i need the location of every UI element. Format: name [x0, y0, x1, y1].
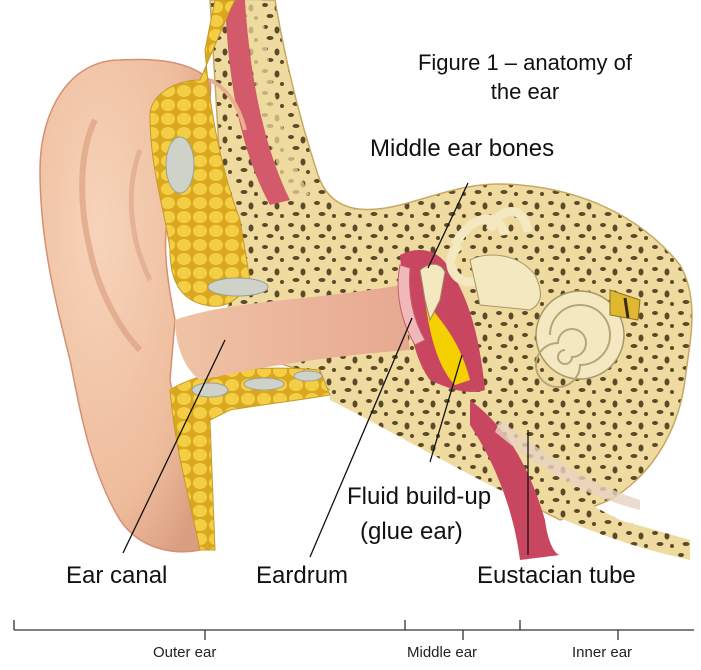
label-middle-ear-bones: Middle ear bones	[370, 135, 554, 163]
figure-title-line1: Figure 1 – anatomy of	[380, 48, 670, 77]
label-fluid-build-up: Fluid build-up	[347, 483, 491, 511]
scale-label-middle-ear: Middle ear	[407, 644, 477, 661]
label-eustachian-tube: Eustacian tube	[477, 562, 636, 590]
figure-title-line2: the ear	[380, 77, 670, 106]
label-ear-canal: Ear canal	[66, 562, 167, 590]
scale-label-outer-ear: Outer ear	[153, 644, 216, 661]
label-eardrum: Eardrum	[256, 562, 348, 590]
fat-tissue-lower	[170, 368, 330, 550]
scale-label-inner-ear: Inner ear	[572, 644, 632, 661]
label-glue-ear: (glue ear)	[360, 518, 463, 546]
ear-region-scale	[14, 620, 694, 640]
figure-title: Figure 1 – anatomy of the ear	[380, 48, 670, 106]
